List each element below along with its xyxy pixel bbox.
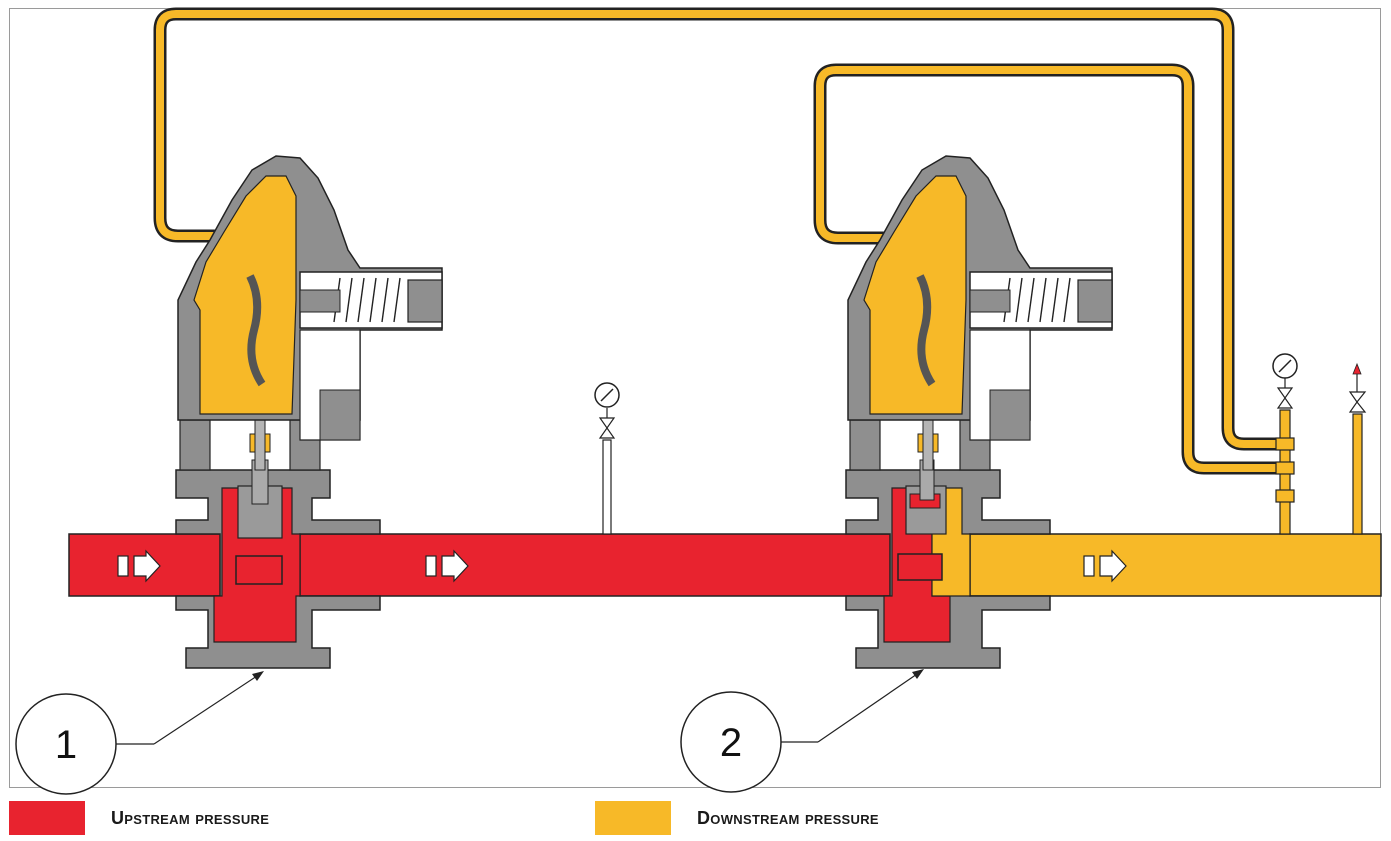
legend-label-upstream: Upstream pressure [111, 807, 270, 828]
callout-2: 2 [680, 669, 924, 793]
vent-arrow-icon [1352, 362, 1362, 375]
callout-2-label: 2 [720, 721, 742, 765]
pipeline-upstream [68, 533, 920, 597]
pipeline-downstream [918, 533, 1382, 597]
impulse-line-outer [153, 7, 1284, 451]
flow-arrow-icon [117, 549, 161, 583]
vent-line [1348, 362, 1367, 535]
flow-arrow-icon [425, 549, 469, 583]
callout-1-label: 1 [55, 723, 77, 767]
callout-1: 1 [15, 671, 264, 795]
regulator-diagram: 1 2 [15, 7, 1382, 795]
arrow-head-icon [252, 671, 264, 681]
arrow-head-icon [912, 669, 924, 679]
impulse-line-inner [813, 63, 1284, 475]
legend-label-downstream: Downstream pressure [697, 807, 879, 828]
upstream-swatch [9, 801, 85, 835]
downstream-swatch [595, 801, 671, 835]
legend-item-downstream: Downstream pressure [595, 801, 879, 835]
sensing-tap [1272, 353, 1298, 535]
regulator-2 [845, 155, 1113, 669]
pressure-gauge-mid [594, 382, 620, 535]
legend-item-upstream: Upstream pressure [9, 801, 269, 835]
regulator-1 [175, 155, 443, 669]
legend: Upstream pressure Downstream pressure [0, 795, 1391, 841]
flow-arrow-icon [1083, 549, 1127, 583]
